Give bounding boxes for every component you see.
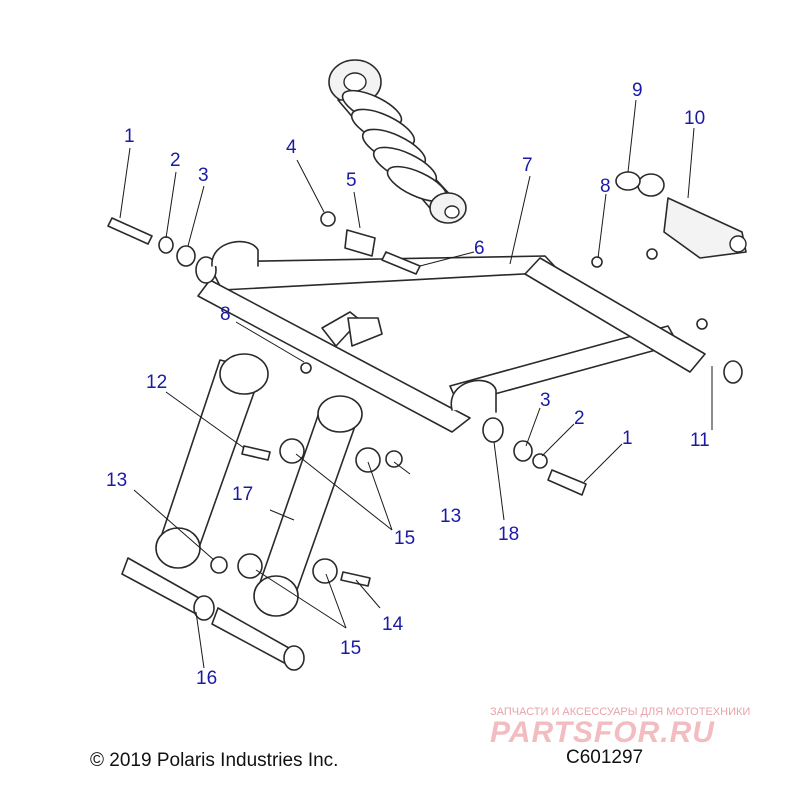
callout-11: 11	[690, 430, 710, 451]
callout-4: 4	[286, 137, 297, 158]
callout-15: 15	[394, 528, 415, 549]
watermark-caption: ЗАПЧАСТИ И АКСЕССУАРЫ ДЛЯ МОТОТЕХНИКИ	[490, 706, 751, 718]
callout-9: 9	[632, 80, 643, 101]
callout-2: 2	[170, 150, 181, 171]
callout-14: 14	[382, 614, 404, 635]
callout-1: 1	[622, 428, 633, 449]
callouts: 1 2 3 4 5 6 7 8 8 9 10 11 12 13 13 14 15…	[106, 80, 710, 689]
callout-5: 5	[346, 170, 357, 191]
callout-13: 13	[106, 470, 127, 491]
callout-3: 3	[540, 390, 551, 411]
callout-10: 10	[684, 108, 705, 129]
callout-12: 12	[146, 372, 167, 393]
callout-8: 8	[220, 304, 231, 325]
a-arm-frame	[195, 240, 743, 443]
callout-3: 3	[198, 165, 209, 186]
bushings	[121, 557, 305, 671]
callout-13: 13	[440, 506, 461, 527]
watermark-logo: PARTSFOR.RU	[490, 716, 715, 749]
shock-absorber	[328, 59, 467, 224]
callout-2: 2	[574, 408, 585, 429]
callout-16: 16	[196, 668, 217, 689]
bracket	[637, 173, 747, 259]
callout-18: 18	[498, 524, 519, 545]
callout-1: 1	[124, 126, 135, 147]
callout-7: 7	[522, 155, 533, 176]
callout-15: 15	[340, 638, 361, 659]
copyright-notice: © 2019 Polaris Industries Inc.	[90, 750, 339, 771]
figure-code: C601297	[566, 747, 644, 768]
callout-17: 17	[232, 484, 253, 505]
links	[155, 353, 363, 617]
leader-lines	[119, 99, 713, 669]
callout-8: 8	[600, 176, 611, 197]
callout-6: 6	[474, 238, 485, 259]
